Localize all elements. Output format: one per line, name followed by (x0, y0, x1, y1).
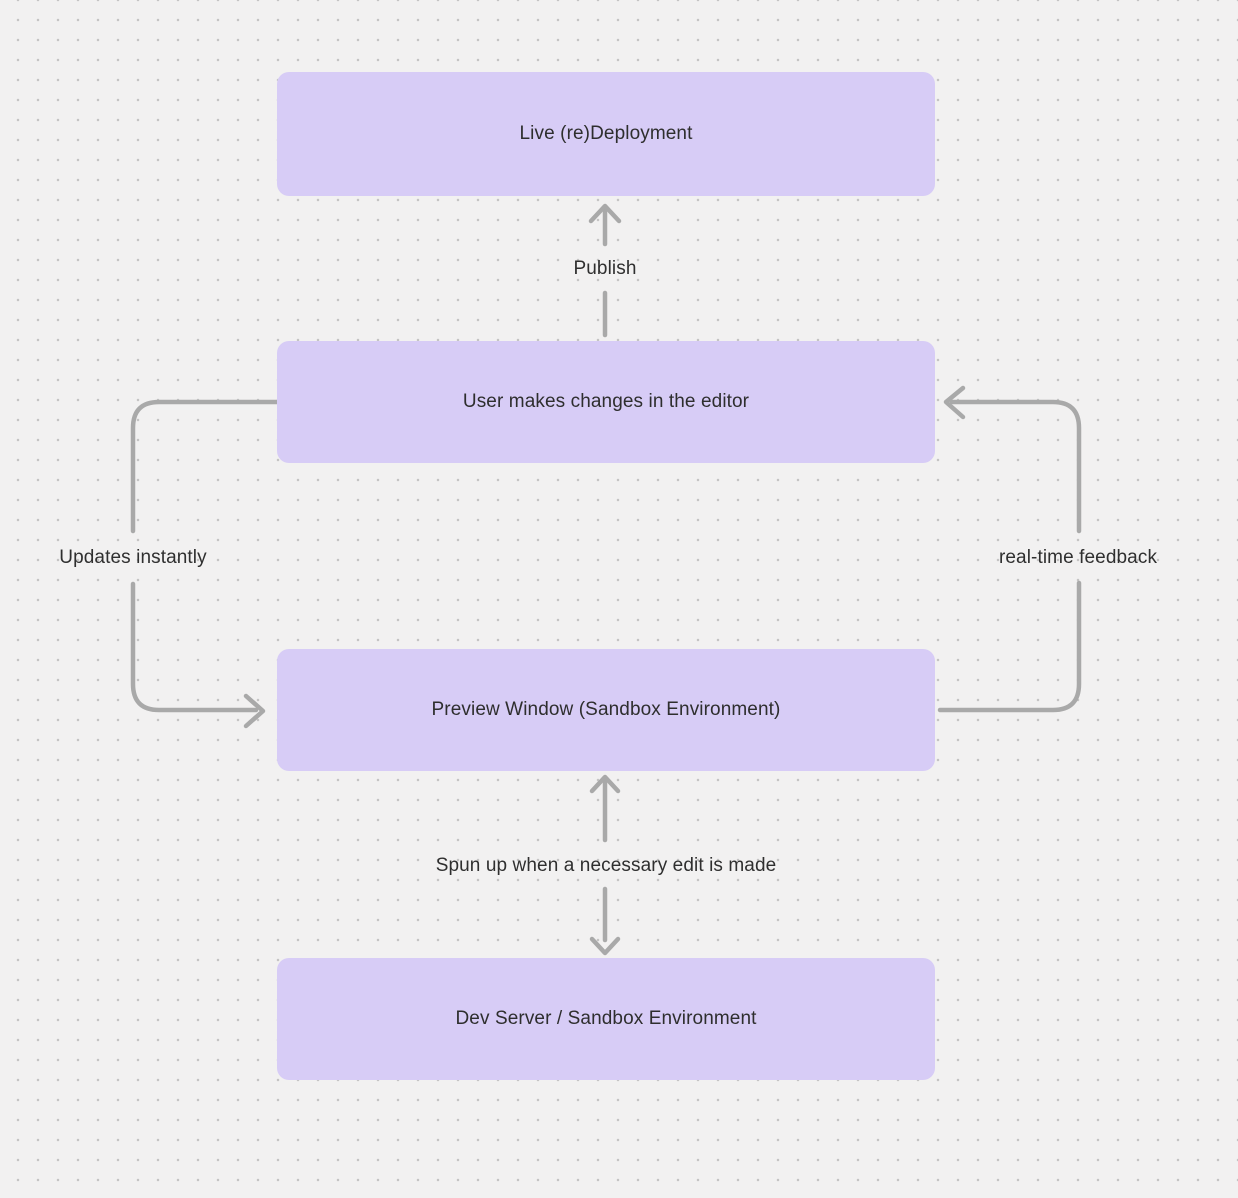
arrowhead-down-spunup-icon (589, 936, 621, 956)
edge-updates-lower-segment (130, 581, 259, 713)
edge-label-publish: Publish (573, 258, 637, 279)
edge-updates-upper-segment (130, 399, 280, 534)
edge-feedback-lower-segment (937, 580, 1082, 713)
node-preview-window-label: Preview Window (Sandbox Environment) (431, 699, 781, 720)
node-user-makes-changes-label: User makes changes in the editor (462, 391, 750, 412)
node-dev-server[interactable]: Dev Server / Sandbox Environment (277, 958, 935, 1080)
edge-label-spun-up: Spun up when a necessary edit is made (435, 855, 777, 876)
edge-feedback-upper-segment (949, 399, 1082, 534)
node-live-deployment[interactable]: Live (re)Deployment (277, 72, 935, 196)
node-user-makes-changes[interactable]: User makes changes in the editor (277, 341, 935, 463)
edge-label-updates-instantly: Updates instantly (59, 547, 207, 568)
edge-label-real-time-feedback: real-time feedback (998, 547, 1158, 568)
node-live-deployment-label: Live (re)Deployment (519, 123, 693, 144)
node-preview-window[interactable]: Preview Window (Sandbox Environment) (277, 649, 935, 771)
arrowhead-up-spunup-icon (589, 774, 621, 794)
arrowhead-up-publish-icon (588, 203, 622, 224)
arrowhead-left-feedback-icon (943, 385, 966, 420)
arrowhead-right-updates-icon (243, 693, 266, 729)
node-dev-server-label: Dev Server / Sandbox Environment (455, 1008, 757, 1029)
